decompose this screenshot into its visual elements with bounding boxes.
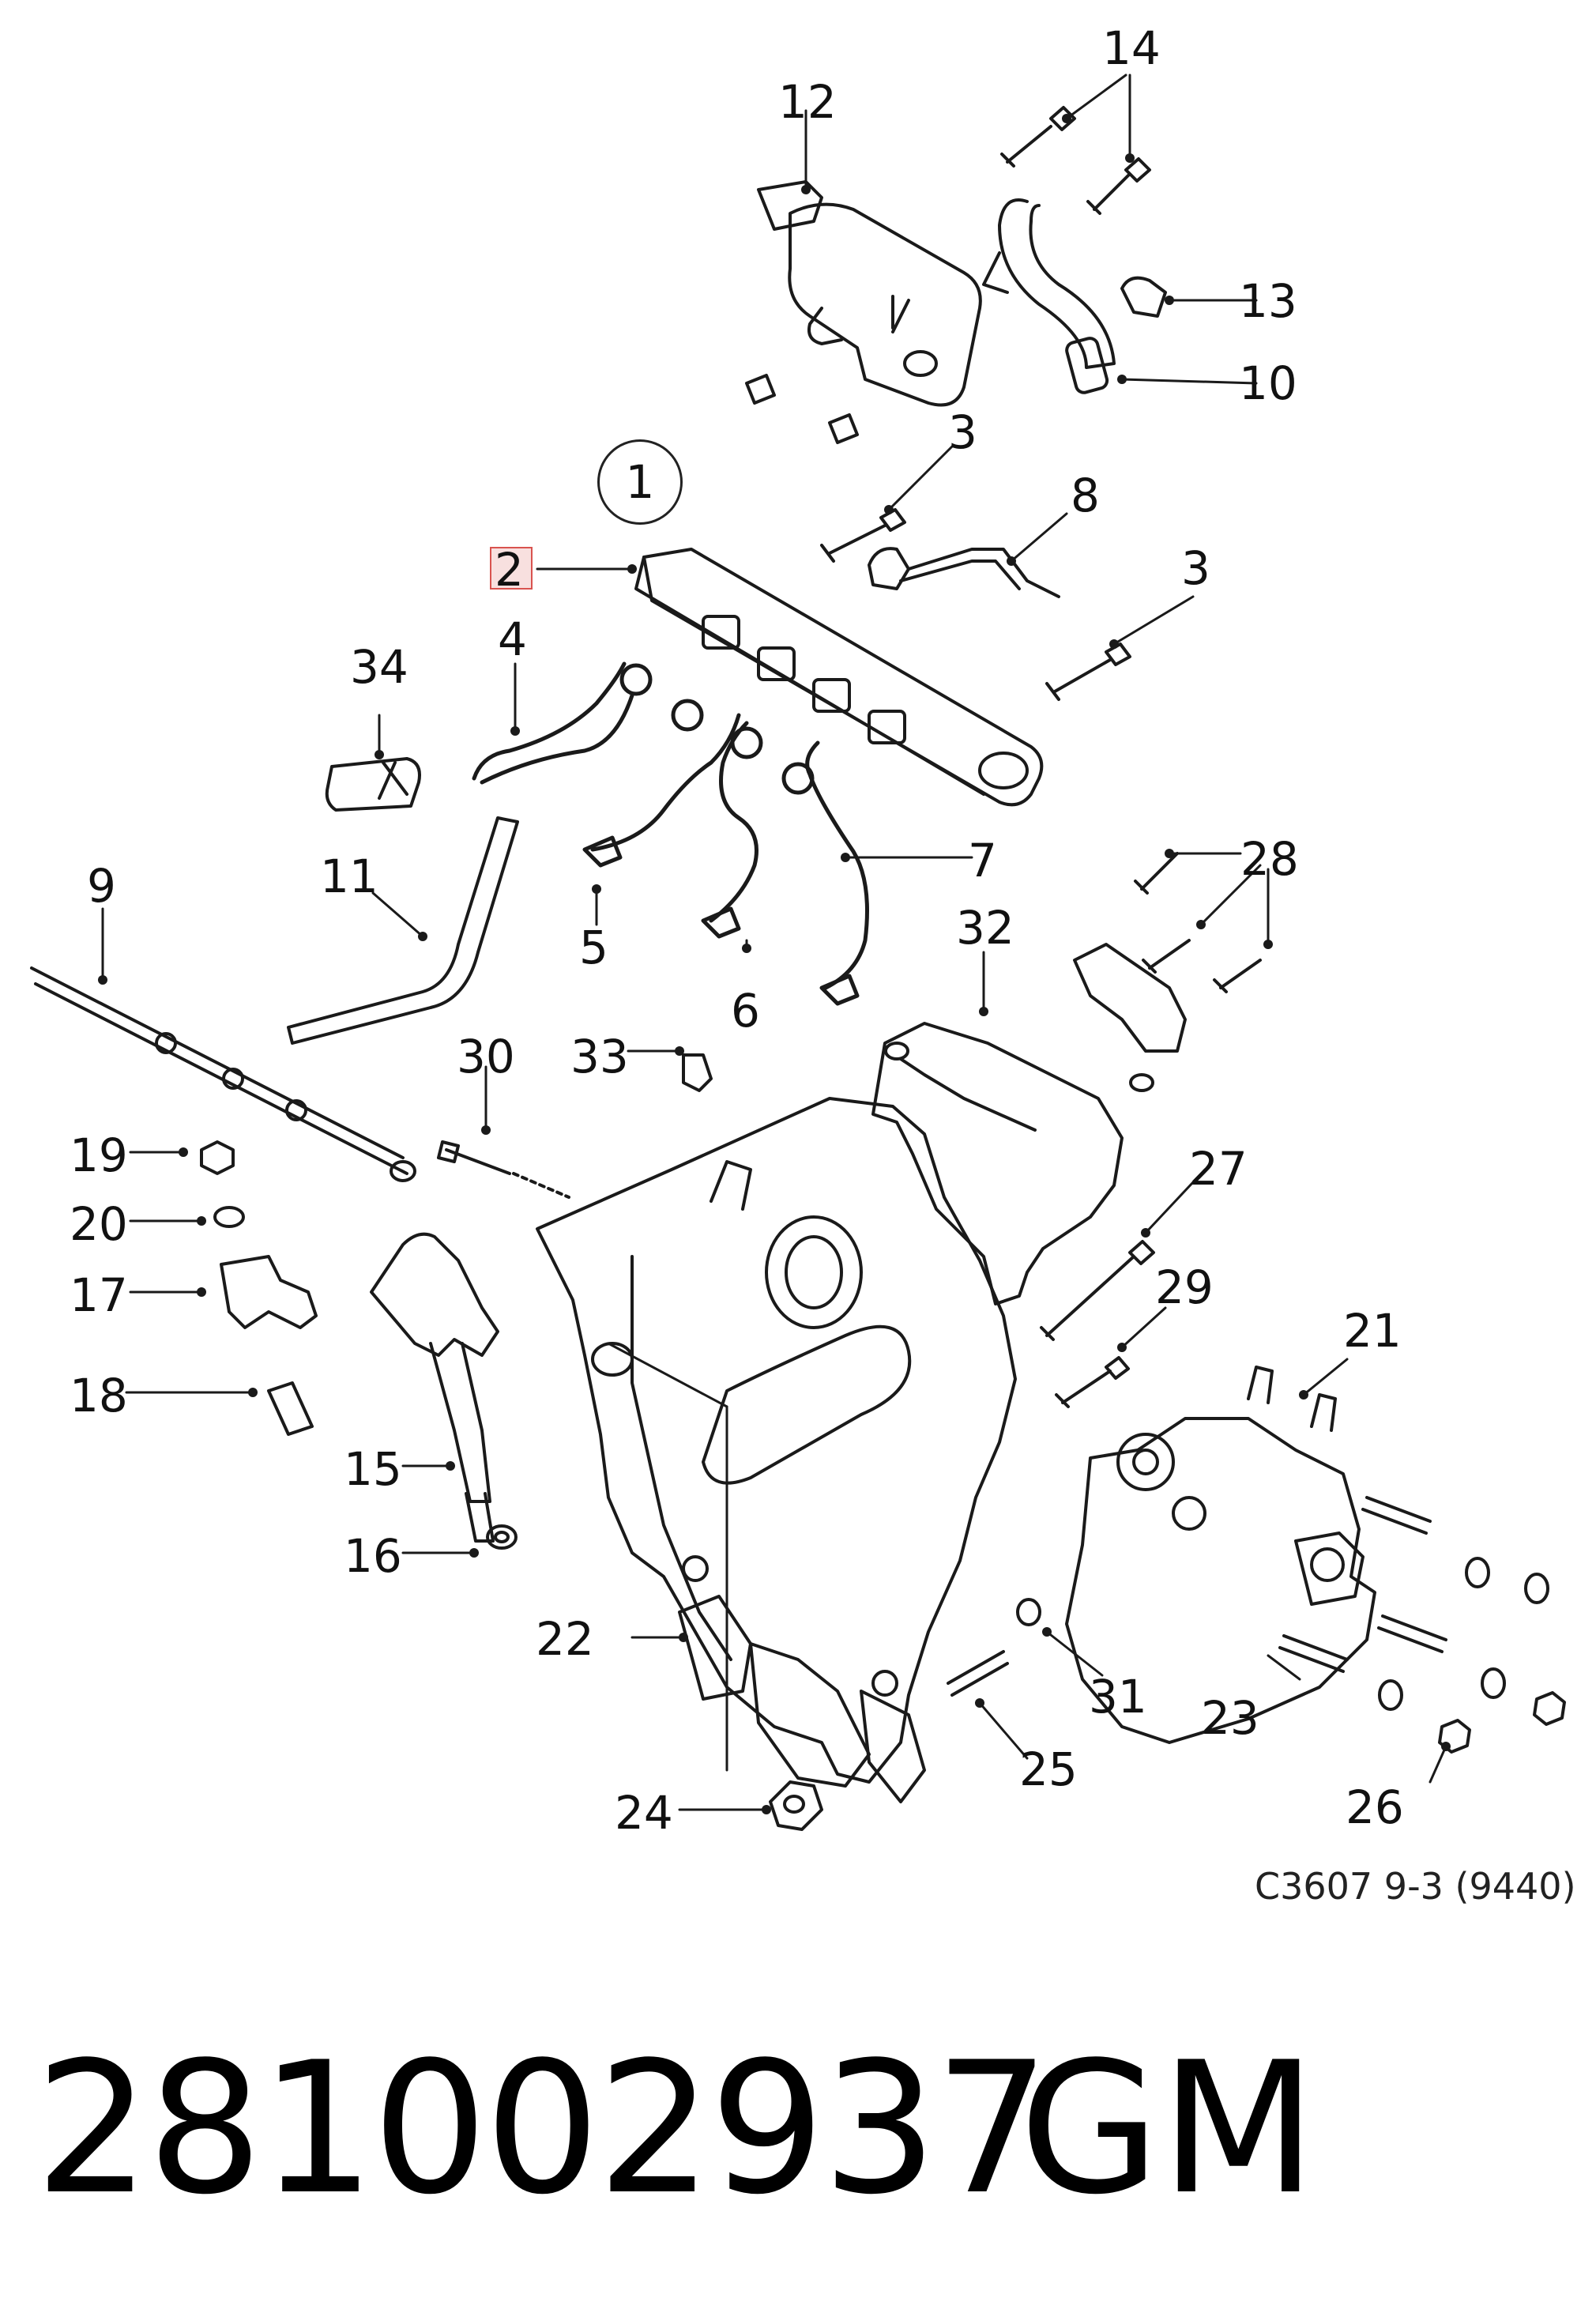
small-fittings [745,374,859,444]
callout-32[interactable]: 32 [956,901,1014,955]
clamp-parts [200,1140,318,1436]
callout-3-lower[interactable]: 3 [1181,541,1210,595]
callout-7[interactable]: 7 [968,834,997,887]
callout-18[interactable]: 18 [70,1369,128,1422]
callout-20[interactable]: 20 [70,1197,128,1251]
callout-10[interactable]: 10 [1239,356,1297,410]
part-21-pump [1065,1366,1376,1744]
part-2-fuel-rail [634,548,1044,807]
callout-16[interactable]: 16 [344,1529,402,1583]
part-28-bolts-bracket [1073,852,1262,1092]
callout-21[interactable]: 21 [1343,1304,1402,1358]
part-10-hose [982,198,1116,394]
brand-label: GM [1019,2024,1317,2235]
diagram-code: C3607 9-3 (9440) [1255,1865,1576,1908]
part-11-hose [287,816,519,1045]
callout-25[interactable]: 25 [1019,1742,1078,1796]
callout-14[interactable]: 14 [1102,21,1161,75]
callout-13[interactable]: 13 [1239,274,1297,328]
callout-8[interactable]: 8 [1071,469,1100,522]
part-34-grommet [325,757,421,812]
callout-2[interactable]: 2 [495,543,524,597]
part-24-plug [769,1780,823,1831]
part-27-bolt [1040,1240,1155,1341]
callout-3-upper[interactable]: 3 [948,405,977,459]
leader-lines [101,73,1447,1811]
callout-1-circled[interactable]: 1 [597,439,683,525]
part-16-washer [486,1524,518,1550]
callout-26[interactable]: 26 [1346,1780,1404,1834]
callout-15[interactable]: 15 [344,1442,402,1496]
callout-4[interactable]: 4 [498,612,527,666]
callout-22[interactable]: 22 [536,1612,594,1666]
part-22-timing-cover [536,1097,1017,1803]
part-30-bolt [437,1140,570,1199]
callout-19[interactable]: 19 [70,1128,128,1182]
injector-lines [472,661,869,1006]
callout-6[interactable]: 6 [731,984,760,1038]
callout-2-highlight [490,547,533,590]
callout-29[interactable]: 29 [1155,1260,1214,1314]
callout-9[interactable]: 9 [87,859,116,913]
part-14-bolts [1000,106,1151,215]
callout-11[interactable]: 11 [320,850,378,903]
callout-30[interactable]: 30 [457,1030,515,1083]
part-9-leakoff-line [30,966,416,1182]
part-12-regulator [757,180,982,407]
callout-27[interactable]: 27 [1189,1142,1248,1196]
part-number: 281002937 [35,2024,1050,2235]
callout-5[interactable]: 5 [579,921,608,974]
callout-28[interactable]: 28 [1240,832,1299,886]
washers-nuts [1016,1557,1566,1754]
part-33-sensor [682,1053,713,1092]
callout-23[interactable]: 23 [1201,1691,1259,1745]
part-13-clip [1120,276,1167,318]
part-32-bracket [871,1022,1124,1305]
part-15-injector [370,1232,499,1543]
callout-12[interactable]: 12 [778,75,837,129]
callout-31[interactable]: 31 [1089,1670,1147,1724]
callout-33[interactable]: 33 [570,1030,629,1083]
part-29-bolt [1055,1356,1130,1408]
studs [947,1496,1447,1697]
callout-17[interactable]: 17 [70,1268,128,1322]
callout-24[interactable]: 24 [615,1786,673,1840]
part-8-line [868,547,1060,598]
callout-34[interactable]: 34 [350,640,408,694]
part-3-bolts [820,508,1131,701]
